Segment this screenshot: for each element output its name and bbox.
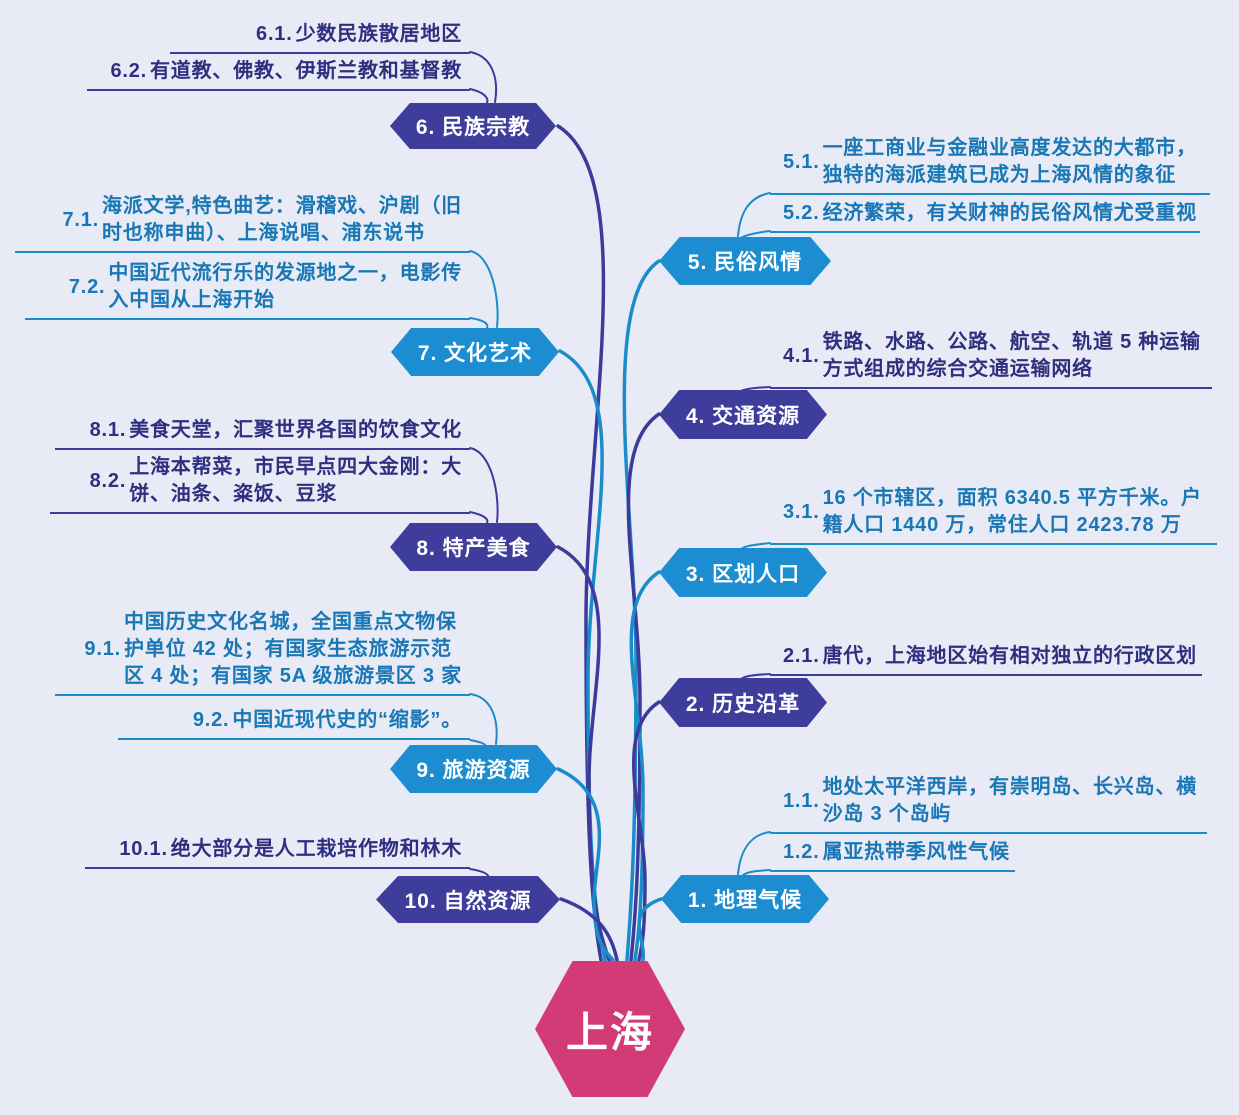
subtopic-text: 一座工商业与金融业高度发达的大都市， 独特的海派建筑已成为上海风情的象征: [822, 137, 1197, 186]
connector-branch-5: [622, 259, 661, 962]
connector-branch-8: [556, 545, 611, 962]
hook-5-1: [737, 192, 771, 237]
subtopic-number: 4.1.: [783, 344, 820, 367]
branch-node-5[interactable]: 5. 民俗风情: [659, 237, 831, 285]
subtopic-number: 10.1.: [119, 838, 168, 860]
branch-node-label: 9. 旅游资源: [416, 759, 531, 782]
subtopic-number: 3.1.: [783, 500, 820, 523]
subtopic-number: 6.1.: [256, 23, 293, 45]
branch-node-7[interactable]: 7. 文化艺术: [391, 328, 559, 376]
subtopic-text: 中国近代流行乐的发源地之一，电影传 入中国从上海开始: [108, 262, 462, 311]
branch-node-label: 4. 交通资源: [685, 404, 801, 428]
branch-node-label: 8. 特产美食: [416, 537, 531, 560]
subtopic-6-1[interactable]: 6.1.少数民族散居地区: [170, 21, 470, 54]
subtopic-text: 铁路、水路、公路、航空、轨道 5 种运输 方式组成的综合交通运输网络: [822, 331, 1201, 380]
subtopic-text: 海派文学,特色曲艺：滑稽戏、沪剧（旧 时也称申曲）、上海说唱、浦东说书: [102, 195, 462, 244]
subtopic-number: 8.1.: [89, 419, 127, 441]
branch-node-label: 2. 历史沿革: [685, 692, 801, 716]
subtopic-5-1[interactable]: 5.1.一座工商业与金融业高度发达的大都市， 独特的海派建筑已成为上海风情的象征: [770, 135, 1210, 195]
hook-7-2: [469, 317, 489, 329]
branch-node-9[interactable]: 9. 旅游资源: [390, 745, 557, 793]
branch-node-label: 6. 民族宗教: [415, 116, 531, 139]
subtopic-text: 唐代，上海地区始有相对独立的行政区划: [822, 645, 1197, 667]
subtopic-text: 经济繁荣，有关财神的民俗风情尤受重视: [822, 202, 1197, 224]
subtopic-1-1[interactable]: 1.1.地处太平洋西岸，有崇明岛、长兴岛、横 沙岛 3 个岛屿: [770, 774, 1207, 834]
branch-node-label: 5. 民俗风情: [687, 251, 803, 274]
subtopic-text: 中国历史文化名城，全国重点文物保 护单位 42 处；有国家生态旅游示范 区 4 …: [123, 611, 462, 687]
hook-9-1: [469, 693, 498, 745]
subtopic-number: 1.1.: [783, 789, 820, 812]
connector-branch-9: [556, 767, 615, 962]
subtopic-8-1[interactable]: 8.1.美食天堂，汇聚世界各国的饮食文化: [55, 417, 470, 450]
subtopic-number: 9.2.: [192, 709, 230, 731]
subtopic-4-1[interactable]: 4.1.铁路、水路、公路、航空、轨道 5 种运输 方式组成的综合交通运输网络: [770, 329, 1212, 389]
subtopic-text: 少数民族散居地区: [295, 23, 462, 45]
subtopic-10-1[interactable]: 10.1.绝大部分是人工栽培作物和林木: [85, 836, 470, 869]
hook-8-2: [469, 511, 489, 524]
hook-6-2: [469, 88, 489, 104]
branch-node-1[interactable]: 1. 地理气候: [661, 875, 829, 923]
hook-1-1: [737, 831, 771, 875]
subtopic-1-2[interactable]: 1.2.属亚热带季风性气候: [770, 839, 1015, 872]
branch-node-6[interactable]: 6. 民族宗教: [390, 103, 556, 149]
subtopic-number: 6.2.: [110, 60, 147, 82]
subtopic-number: 5.2.: [783, 202, 820, 224]
subtopic-7-2[interactable]: 7.2.中国近代流行乐的发源地之一，电影传 入中国从上海开始: [25, 260, 470, 320]
connector-branch-1: [637, 897, 663, 962]
branch-node-4[interactable]: 4. 交通资源: [659, 390, 827, 439]
subtopic-number: 8.2.: [89, 469, 127, 492]
subtopic-text: 美食天堂，汇聚世界各国的饮食文化: [129, 419, 462, 441]
connector-branch-10: [559, 897, 619, 962]
subtopic-text: 有道教、佛教、伊斯兰教和基督教: [150, 60, 462, 82]
subtopic-number: 5.1.: [783, 150, 820, 173]
subtopic-7-1[interactable]: 7.1.海派文学,特色曲艺：滑稽戏、沪剧（旧 时也称申曲）、上海说唱、浦东说书: [15, 193, 470, 253]
subtopic-text: 绝大部分是人工栽培作物和林木: [170, 838, 462, 860]
subtopic-text: 地处太平洋西岸，有崇明岛、长兴岛、横 沙岛 3 个岛屿: [822, 776, 1197, 825]
subtopic-number: 1.2.: [783, 841, 820, 863]
hook-6-1: [469, 51, 497, 103]
branch-node-8[interactable]: 8. 特产美食: [390, 523, 557, 571]
hook-5-2: [740, 230, 771, 239]
branch-node-3[interactable]: 3. 区划人口: [659, 548, 827, 597]
subtopic-8-2[interactable]: 8.2.上海本帮菜，市民早点四大金刚：大 饼、油条、粢饭、豆浆: [50, 454, 470, 514]
subtopic-9-1[interactable]: 9.1.中国历史文化名城，全国重点文物保 护单位 42 处；有国家生态旅游示范 …: [55, 609, 470, 696]
subtopic-number: 7.1.: [62, 208, 100, 231]
subtopic-text: 中国近现代史的“缩影”。: [232, 709, 462, 731]
subtopic-text: 属亚热带季风性气候: [822, 841, 1010, 863]
subtopic-6-2[interactable]: 6.2.有道教、佛教、伊斯兰教和基督教: [87, 58, 470, 91]
branch-node-10[interactable]: 10. 自然资源: [376, 876, 560, 923]
subtopic-number: 2.1.: [783, 645, 820, 667]
connector-branch-4: [626, 412, 661, 962]
hook-7-1: [469, 250, 499, 328]
central-topic-label: 上海: [565, 1008, 654, 1056]
subtopic-text: 上海本帮菜，市民早点四大金刚：大 饼、油条、粢饭、豆浆: [129, 456, 462, 505]
branch-node-label: 10. 自然资源: [404, 889, 532, 913]
branch-node-label: 7. 文化艺术: [417, 342, 533, 365]
branch-node-2[interactable]: 2. 历史沿革: [659, 678, 827, 727]
branch-node-label: 3. 区划人口: [685, 562, 801, 586]
subtopic-5-2[interactable]: 5.2.经济繁荣，有关财神的民俗风情尤受重视: [770, 200, 1200, 233]
subtopic-text: 16 个市辖区，面积 6340.5 平方千米。户 籍人口 1440 万，常住人口…: [822, 487, 1202, 536]
subtopic-9-2[interactable]: 9.2.中国近现代史的“缩影”。: [118, 707, 470, 740]
subtopic-number: 7.2.: [68, 275, 106, 298]
subtopic-2-1[interactable]: 2.1.唐代，上海地区始有相对独立的行政区划: [770, 643, 1202, 676]
hook-8-1: [469, 447, 499, 523]
branch-node-label: 1. 地理气候: [687, 889, 803, 912]
subtopic-3-1[interactable]: 3.1.16 个市辖区，面积 6340.5 平方千米。户 籍人口 1440 万，…: [770, 485, 1217, 545]
hook-10-1: [469, 868, 490, 878]
subtopic-number: 9.1.: [84, 638, 121, 660]
